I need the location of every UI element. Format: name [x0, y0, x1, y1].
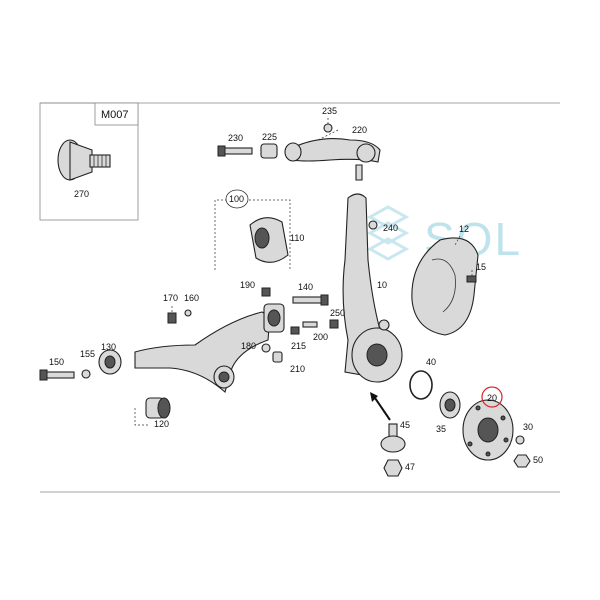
label-210: 210: [290, 364, 305, 374]
washer-155: [81, 369, 91, 379]
label-20: 20: [487, 393, 497, 403]
nut-47: [383, 459, 403, 477]
nut-190: [261, 287, 271, 297]
label-130: 130: [101, 342, 116, 352]
bolt-250: [329, 319, 339, 329]
label-110: 110: [290, 233, 304, 243]
bolt-170: [167, 306, 177, 324]
inset-code-box: [94, 102, 139, 126]
bushing-225: [260, 143, 278, 159]
bushing-120: [134, 397, 171, 426]
nut-50: [513, 454, 531, 468]
ball-joint-45: [370, 392, 406, 453]
bolt-240: [368, 220, 378, 230]
label-30: 30: [523, 422, 533, 432]
label-215: 215: [291, 341, 306, 351]
label-180: 180: [241, 341, 256, 351]
bolt-30: [515, 435, 525, 445]
bolt-140: [292, 294, 329, 306]
inset-box: M007 270: [39, 102, 139, 221]
label-200: 200: [313, 332, 328, 342]
bolt-200: [302, 321, 318, 328]
label-240: 240: [383, 223, 398, 233]
cv-joint-part: [57, 139, 111, 181]
wheel-hub-20: [462, 399, 514, 461]
washer-160: [184, 309, 192, 317]
part-210: [272, 351, 283, 363]
brake-dust-shield: [411, 235, 479, 336]
label-270: 270: [74, 189, 89, 199]
label-160: 160: [184, 293, 199, 303]
label-140: 140: [298, 282, 313, 292]
bolt-150: [39, 369, 75, 381]
bolt-230: [221, 147, 253, 155]
label-45: 45: [400, 420, 410, 430]
label-190: 190: [240, 280, 255, 290]
label-150: 150: [49, 357, 64, 367]
bushing-110: [249, 217, 289, 263]
label-40: 40: [426, 357, 436, 367]
highlight-circle: [481, 386, 503, 408]
label-12: 12: [459, 224, 469, 234]
label-235: 235: [322, 106, 337, 116]
label-225: 225: [262, 132, 277, 142]
bushing-130: [98, 349, 122, 375]
steering-knuckle: [342, 193, 403, 383]
label-35: 35: [436, 424, 446, 434]
nut-235: [323, 118, 333, 133]
label-10: 10: [377, 280, 387, 290]
label-50: 50: [533, 455, 543, 465]
arm-bushing: [263, 303, 285, 333]
label-100: 100: [229, 194, 244, 204]
label-155: 155: [80, 349, 95, 359]
label-230: 230: [228, 133, 243, 143]
part-180: [261, 343, 271, 353]
bracket-100: [214, 189, 291, 270]
bolt-15: [466, 270, 477, 283]
part-215: [290, 326, 300, 335]
label-220: 220: [352, 125, 367, 135]
label-170: 170: [163, 293, 178, 303]
label-120: 120: [154, 419, 169, 429]
lower-control-arm: [134, 311, 271, 393]
label-15: 15: [476, 262, 486, 272]
inset-code: M007: [101, 109, 129, 121]
upper-arm-group: [217, 118, 381, 181]
wheel-bearing-35: [439, 391, 461, 419]
label-47: 47: [405, 462, 415, 472]
label-250: 250: [330, 308, 345, 318]
snap-ring-40: [409, 370, 433, 400]
